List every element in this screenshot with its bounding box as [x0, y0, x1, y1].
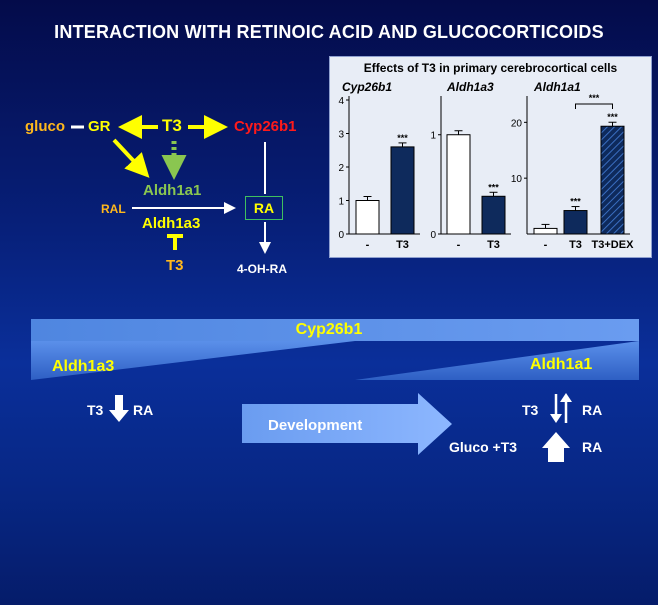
- pathway-arrows: [71, 115, 271, 254]
- oh-ra-label: 4-OH-RA: [237, 262, 287, 276]
- left-t3-label: T3: [87, 402, 104, 418]
- left-ra-label: RA: [133, 402, 154, 418]
- bar-aldh1a3-0: [446, 134, 471, 235]
- y-tick-label: 3: [338, 130, 344, 141]
- significance-marker: ***: [570, 197, 581, 207]
- cyp26b1-band-label: Cyp26b1: [295, 321, 363, 338]
- y-tick-label: 0: [338, 230, 344, 241]
- bar-cyp26b1-0: [355, 200, 380, 235]
- significance-marker: ***: [488, 182, 499, 192]
- gluco-up-arrow: [542, 432, 570, 462]
- bar-aldh1a1-1: [563, 210, 588, 235]
- panel-title-aldh1a1: Aldh1a1: [534, 80, 581, 94]
- development-label: Development: [268, 417, 363, 434]
- cyp26b1-label: Cyp26b1: [234, 118, 297, 135]
- development-arrows: [109, 393, 572, 462]
- left-ra-down-arrow: [109, 395, 129, 422]
- category-label: -: [457, 239, 461, 251]
- aldh1a3-wedge: [31, 341, 355, 380]
- ral-label: RAL: [101, 202, 126, 216]
- inset-chart-panel: Effects of T3 in primary cerebrocortical…: [329, 56, 652, 258]
- significance-bracket: [575, 103, 613, 109]
- bar-cyp26b1-1: [390, 146, 415, 235]
- category-label: T3+DEX: [592, 239, 635, 251]
- gluco-label: gluco: [25, 118, 65, 135]
- aldh1a1-wedge: [355, 341, 639, 380]
- development-arrow: [242, 393, 452, 455]
- aldh1a1-label: Aldh1a1: [143, 182, 202, 199]
- cyp26b1-band: [31, 319, 639, 341]
- ra-box: RA: [245, 196, 283, 220]
- significance-marker: ***: [397, 133, 408, 143]
- bar-aldh1a1-0: [533, 227, 558, 235]
- y-tick-label: 10: [511, 174, 523, 185]
- inset-title: Effects of T3 in primary cerebrocortical…: [363, 61, 618, 75]
- category-label: T3: [487, 239, 500, 251]
- page-title: INTERACTION WITH RETINOIC ACID AND GLUCO…: [54, 22, 604, 42]
- significance-marker: ***: [607, 112, 618, 122]
- aldh1a3-label: Aldh1a3: [142, 215, 201, 232]
- bar-aldh1a1-2: [600, 125, 625, 235]
- panel-title-cyp26b1: Cyp26b1: [342, 80, 393, 94]
- category-label: T3: [569, 239, 582, 251]
- t3-top-label: T3: [162, 116, 182, 135]
- gr-label: GR: [88, 118, 111, 135]
- y-tick-label: 1: [338, 197, 344, 208]
- right-ra-label: RA: [582, 402, 603, 418]
- category-label: -: [366, 239, 370, 251]
- y-tick-label: 0: [430, 230, 436, 241]
- bar-aldh1a3-1: [481, 195, 506, 235]
- y-tick-label: 20: [511, 118, 523, 129]
- gr-to-aldh1a1-arrow: [112, 138, 150, 178]
- panel-title-aldh1a3: Aldh1a3: [447, 80, 494, 94]
- y-tick-label: 2: [338, 163, 344, 174]
- aldh1a1-band-label: Aldh1a1: [530, 356, 593, 373]
- y-tick-label: 4: [338, 96, 344, 107]
- t3-bottom-label: T3: [166, 257, 184, 274]
- gluco-t3-label: Gluco +T3: [449, 439, 518, 455]
- aldh1a3-band-label: Aldh1a3: [52, 358, 115, 375]
- y-tick-label: 1: [430, 131, 436, 142]
- bracket-significance-marker: ***: [589, 93, 600, 103]
- inset-bar-charts: 0 1 2 3 4 - T3 *** 0 1 - T3 *** 10 20 - T3 *** T3+DEX *** **…: [338, 93, 635, 251]
- category-label: T3: [396, 239, 409, 251]
- gluco-ra-label: RA: [582, 439, 603, 455]
- right-t3-label: T3: [522, 402, 539, 418]
- category-label: -: [544, 239, 548, 251]
- development-band: [31, 319, 639, 380]
